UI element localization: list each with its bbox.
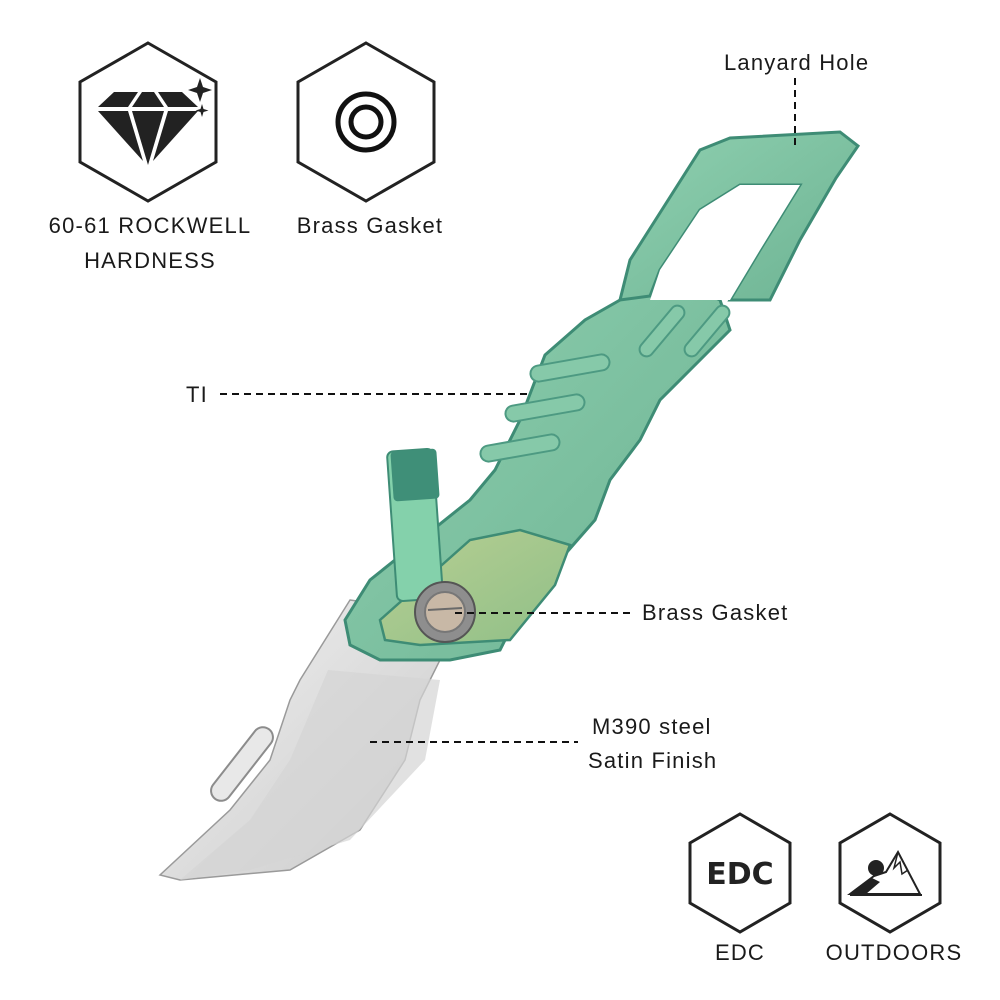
lever-clip [386,447,444,603]
gasket-hex-badge [296,41,436,203]
lanyard-hole-label: Lanyard Hole [724,50,870,75]
blade-finish-label: Satin Finish [588,748,718,773]
edc-text-icon: EDC [706,857,773,892]
brass-gasket-callout-label: Brass Gasket [642,600,789,625]
blade-steel-label: M390 steel [592,714,712,739]
ti-label: TI [186,382,208,407]
edc-label: EDC [714,940,766,965]
outdoors-hex-badge [838,812,942,934]
diamond-icon [98,78,212,165]
gasket-rings-icon [335,91,397,153]
outdoors-label: OUTDOORS [825,940,963,965]
hardness-label-line1: 60-61 ROCKWELL [48,213,252,238]
pivot-screw [414,581,476,643]
hardness-label-line2: HARDNESS [84,248,216,273]
mountain-icon [847,849,922,896]
edc-hex-badge: EDC [688,812,792,934]
gasket-label: Brass Gasket [296,213,444,238]
hardness-hex-badge [78,41,218,203]
blade [158,599,441,881]
lanyard-loop [618,130,861,302]
